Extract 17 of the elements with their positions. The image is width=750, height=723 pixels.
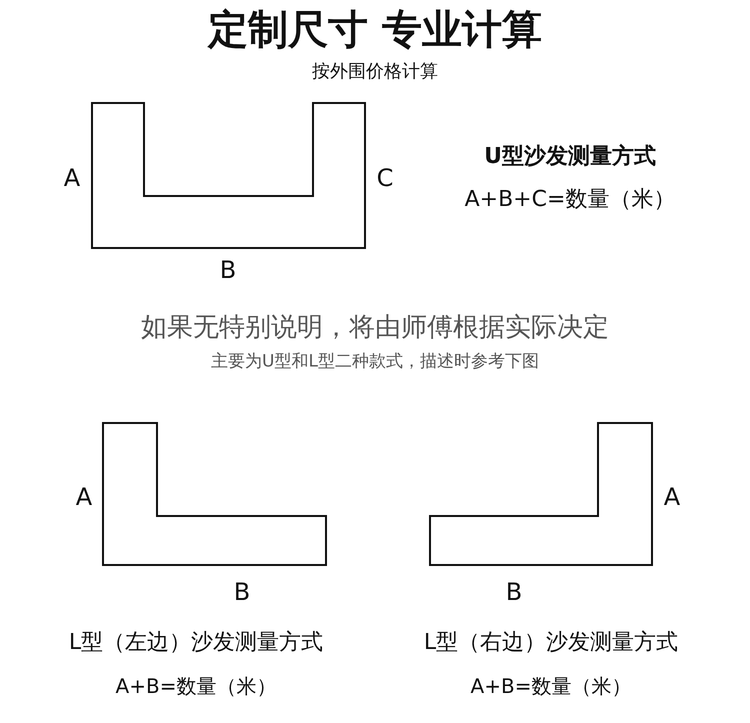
caption-text: U型沙发测量方式 bbox=[484, 144, 656, 170]
formula-text: A+B=数量（米） bbox=[470, 675, 632, 697]
caption-text: L型（右边）沙发测量方式 bbox=[424, 630, 678, 656]
note-text: 如果无特别说明，将由师傅根据实际决定 bbox=[141, 314, 609, 342]
dimension-label: B bbox=[234, 578, 250, 606]
dimension-label: C bbox=[376, 164, 394, 192]
title: 定制尺寸 专业计算 bbox=[208, 8, 542, 52]
dimension-label: B bbox=[506, 578, 522, 606]
dimension-label: A bbox=[64, 164, 80, 192]
formula-text: A+B=数量（米） bbox=[116, 675, 276, 697]
dimension-label: A bbox=[76, 484, 92, 510]
subtitle: 按外围价格计算 bbox=[312, 62, 438, 82]
note-text: 主要为U型和L型二种款式，描述时参考下图 bbox=[211, 352, 539, 372]
dimension-label: A bbox=[664, 484, 680, 510]
caption-text: L型（左边）沙发测量方式 bbox=[68, 630, 324, 656]
dimension-label: B bbox=[220, 256, 236, 284]
formula-text: A+B+C=数量（米） bbox=[464, 188, 676, 212]
